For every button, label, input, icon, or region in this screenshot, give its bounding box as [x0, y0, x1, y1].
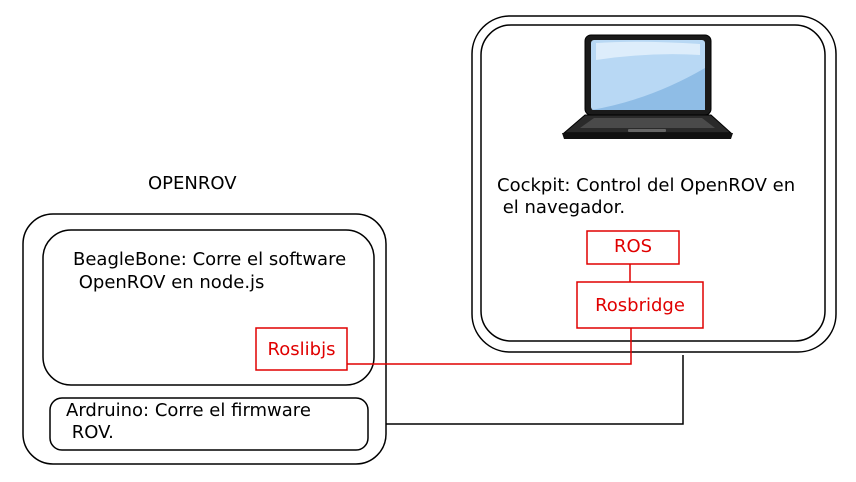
beaglebone-label-line2: OpenROV en node.js	[73, 272, 265, 293]
arduino-label-line2: ROV.	[66, 422, 114, 443]
beaglebone-label-line1: BeagleBone: Corre el software	[73, 249, 347, 270]
laptop-icon	[562, 34, 733, 139]
arduino-label-line1: Ardruino: Corre el firmware	[66, 400, 311, 421]
cockpit-label-line2: el navegador.	[497, 197, 626, 218]
ros-box	[586, 230, 680, 265]
cockpit-label-line1: Cockpit: Control del OpenROV en	[497, 175, 796, 196]
roslibjs-rosbridge-connector	[347, 328, 632, 365]
roslibjs-box	[255, 327, 348, 371]
cockpit-outer-box	[471, 15, 837, 353]
openrov-outer-box	[22, 213, 387, 465]
arduino-box	[49, 397, 369, 451]
rosbridge-label: Rosbridge	[595, 294, 685, 316]
openrov-cockpit-connector	[386, 355, 684, 425]
roslibjs-label: Roslibjs	[267, 338, 336, 360]
ros-label: ROS	[613, 235, 653, 257]
rosbridge-box	[576, 281, 704, 329]
cockpit-inner-box	[480, 24, 826, 342]
beaglebone-box	[42, 229, 375, 386]
openrov-title: OPENROV	[148, 173, 237, 194]
